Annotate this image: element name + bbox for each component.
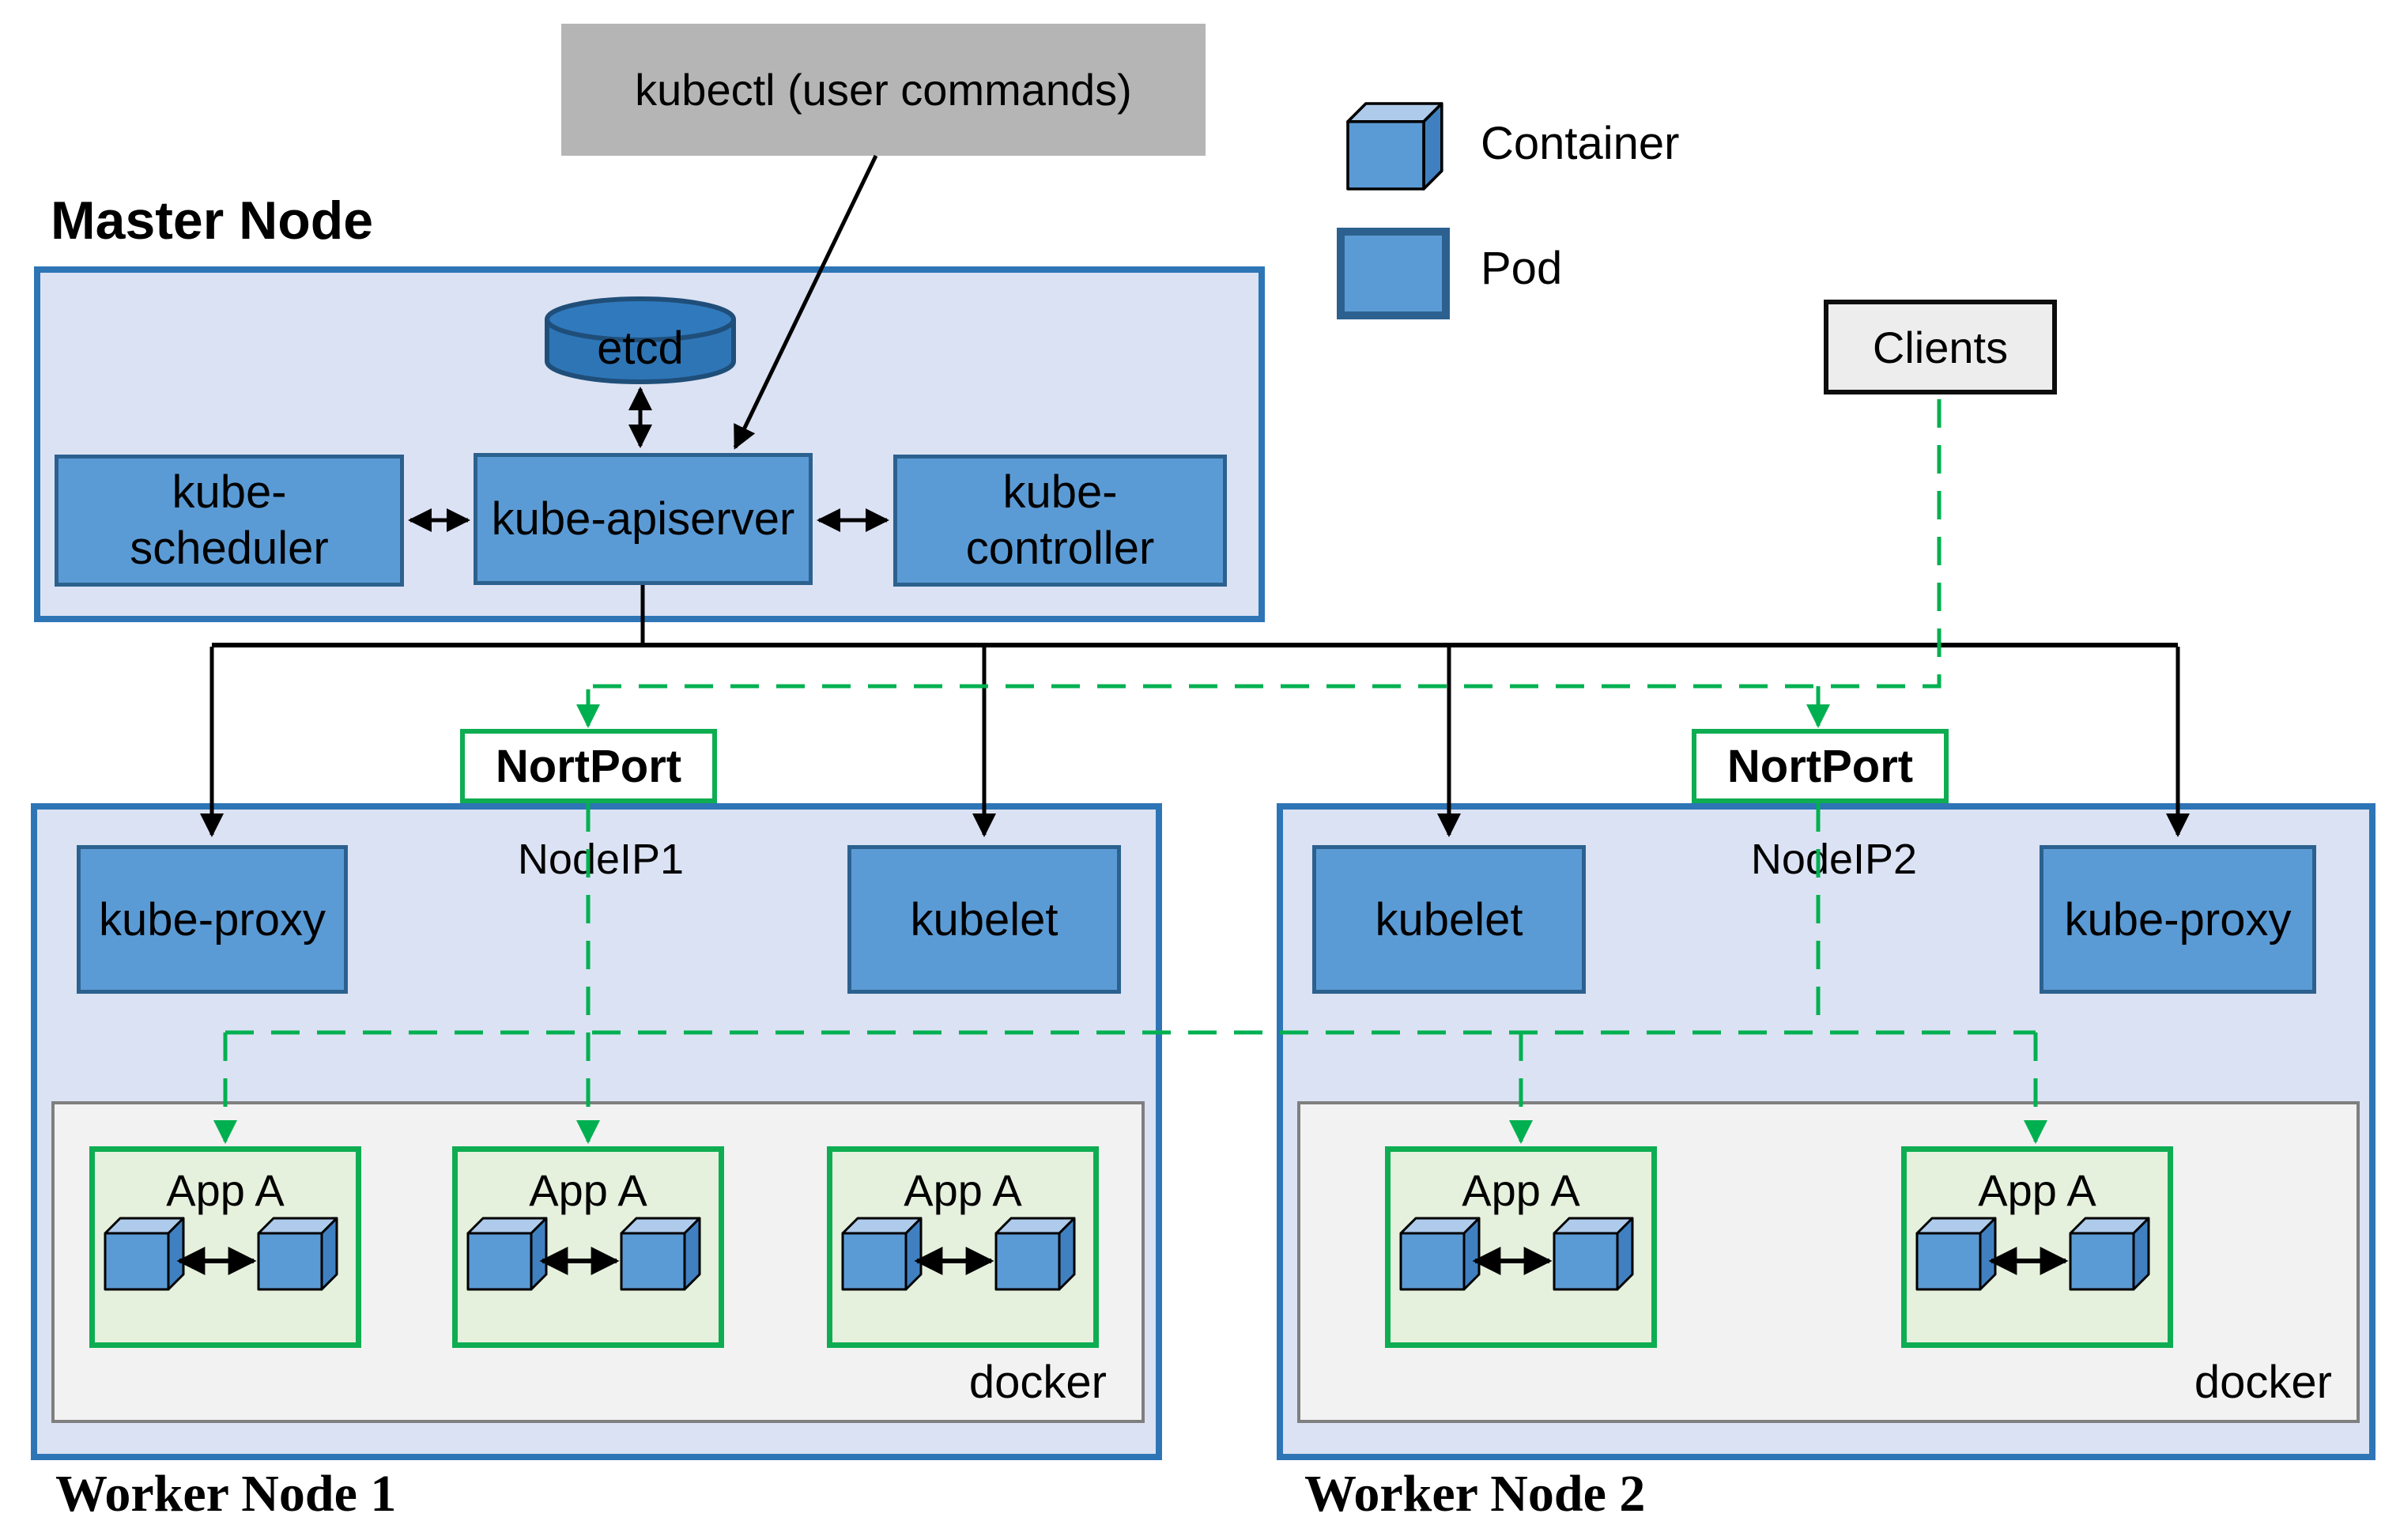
kube-controller-box: kube- controller: [893, 455, 1227, 587]
kube-apiserver-label: kube-apiserver: [491, 493, 795, 545]
docker-label-worker2: docker: [2194, 1357, 2332, 1408]
kubelet-label-worker2: kubelet: [1375, 893, 1523, 946]
etcd-label: etcd: [597, 323, 684, 374]
worker-node-1-title: Worker Node 1: [55, 1465, 397, 1523]
pod-box-w2-1: App A: [1385, 1146, 1657, 1348]
nodeport-box-worker1: NortPort: [460, 729, 717, 803]
clients-box: Clients: [1824, 300, 2057, 394]
pod-label-w2-1: App A: [1462, 1165, 1580, 1215]
pod-box-w2-2: App A: [1901, 1146, 2173, 1348]
node-ip-2-label: NodeIP2: [1750, 836, 1918, 883]
legend-pod-label: Pod: [1481, 243, 1563, 294]
master-node-title: Master Node: [51, 191, 374, 251]
legend-container-label: Container: [1481, 118, 1680, 169]
kube-controller-label: kube- controller: [965, 466, 1155, 574]
pod-box-w1-1: App A: [89, 1146, 361, 1348]
container-cube-icon: [1346, 102, 1443, 191]
kube-apiserver-box: kube-apiserver: [474, 453, 813, 585]
pod-label-w1-3: App A: [904, 1165, 1022, 1215]
kube-proxy-label-worker2: kube-proxy: [2064, 893, 2292, 946]
kubelet-box-worker2: kubelet: [1312, 845, 1586, 994]
pod-box-w1-2: App A: [452, 1146, 724, 1348]
worker-node-2-title: Worker Node 2: [1304, 1465, 1646, 1523]
pod-label-w1-2: App A: [529, 1165, 647, 1215]
clients-label: Clients: [1872, 322, 2009, 372]
nodeport-box-worker2: NortPort: [1692, 729, 1949, 803]
docker-label-worker1: docker: [968, 1357, 1107, 1408]
kube-scheduler-box: kube- scheduler: [55, 455, 404, 587]
pod-box-w1-3: App A: [827, 1146, 1099, 1348]
nodeport-label-worker2: NortPort: [1726, 740, 1914, 792]
kube-proxy-box-worker1: kube-proxy: [77, 845, 348, 994]
kube-proxy-label-worker1: kube-proxy: [99, 893, 326, 946]
kubelet-label-worker1: kubelet: [910, 893, 1058, 946]
kubectl-box: kubectl (user commands): [561, 24, 1206, 156]
pod-label-w2-2: App A: [1978, 1165, 2096, 1215]
node-ip-1-label: NodeIP1: [517, 836, 685, 883]
pod-label-w1-1: App A: [166, 1165, 285, 1215]
kubectl-label: kubectl (user commands): [635, 65, 1132, 115]
nodeport-label-worker1: NortPort: [495, 740, 682, 792]
kube-scheduler-label: kube- scheduler: [130, 466, 329, 574]
kube-proxy-box-worker2: kube-proxy: [2040, 845, 2316, 994]
pod-legend-swatch: [1337, 228, 1450, 319]
kubelet-box-worker1: kubelet: [847, 845, 1121, 994]
